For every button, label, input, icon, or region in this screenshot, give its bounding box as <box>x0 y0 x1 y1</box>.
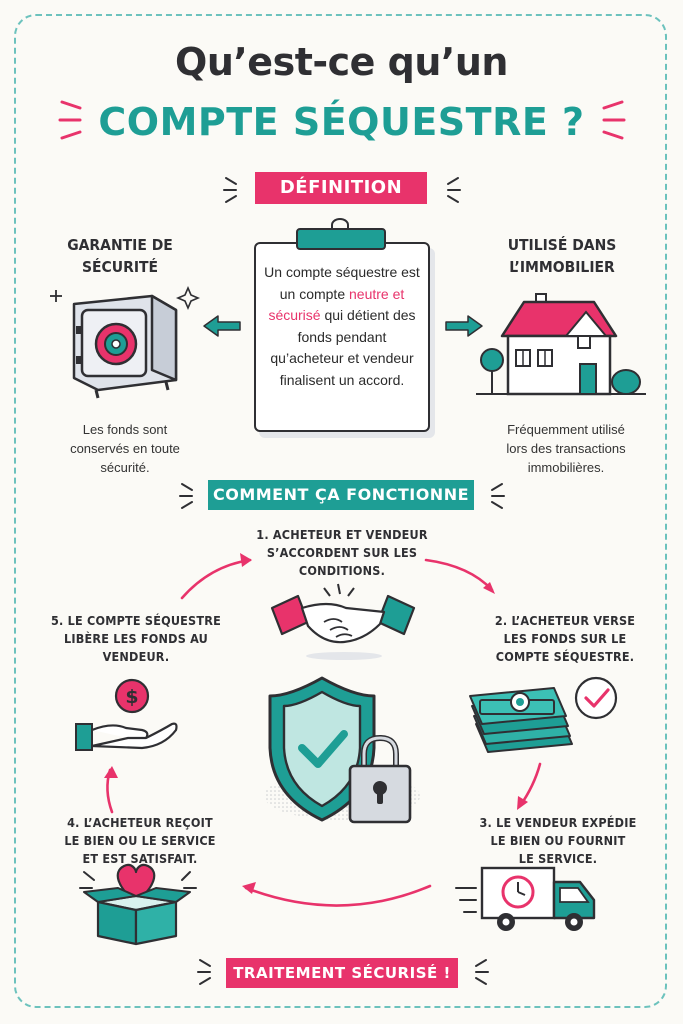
step-4-line-2: LE BIEN OU LE SERVICE <box>64 833 216 848</box>
step-4-line-1: 4. L’ACHETEUR REÇOIT <box>67 815 213 830</box>
step-3-text: 3. LE VENDEUR EXPÉDIE LE BIEN OU FOURNIT… <box>460 814 656 868</box>
step-5-text: 5. LE COMPTE SÉQUESTRE LIBÈRE LES FONDS … <box>38 612 234 666</box>
how-it-works-label: COMMENT ÇA FONCTIONNE <box>212 485 470 504</box>
definition-card <box>254 242 430 432</box>
dashed-frame <box>14 14 667 1008</box>
house-icon <box>476 293 646 396</box>
step-2-line-2: LES FONDS SUR LE <box>503 631 627 646</box>
step-5-line-1: 5. LE COMPTE SÉQUESTRE <box>51 613 221 628</box>
step-2-line-1: 2. L’ACHETEUR VERSE <box>494 613 636 628</box>
arrow-left-icon <box>203 315 241 337</box>
left-text-line-3: sécurité. <box>100 460 150 475</box>
right-panel-text: Fréquemment utilisé lors des transaction… <box>476 420 656 477</box>
left-text-line-1: Les fonds sont <box>82 422 168 437</box>
step-3-line-1: 3. LE VENDEUR EXPÉDIE <box>479 815 637 830</box>
left-text-line-2: conservés en toute <box>70 441 180 456</box>
ribbon-sparkles-icon <box>447 177 461 203</box>
money-check-icon <box>469 676 618 753</box>
ribbon-sparkles-icon <box>197 959 211 985</box>
handshake-icon <box>270 583 416 660</box>
right-text-line-3: immobilières. <box>527 460 605 475</box>
step-5-line-2: LIBÈRE LES FONDS AU <box>64 631 208 646</box>
shield-lock-icon <box>264 676 420 824</box>
clipboard-ring <box>331 218 349 232</box>
right-title-line-1: UTILISÉ DANS <box>507 236 617 254</box>
ribbon-sparkles-icon <box>491 483 505 509</box>
right-title-line-2: L’IMMOBILIER <box>509 258 615 276</box>
title-sparkles-left-icon <box>58 100 82 140</box>
left-title-line-2: SÉCURITÉ <box>81 258 159 276</box>
definition-ribbon-label: DÉFINITION <box>279 177 403 198</box>
step-2-line-3: COMPTE SÉQUESTRE. <box>495 649 635 664</box>
definition-text-end: qui détient des fonds pendant qu’acheteu… <box>270 307 416 388</box>
step-2-text: 2. L’ACHETEUR VERSE LES FONDS SUR LE COM… <box>472 612 658 666</box>
step-4-line-3: ET EST SATISFAIT. <box>82 851 198 866</box>
arrow-right-icon <box>445 315 483 337</box>
left-panel-text: Les fonds sont conservés en toute sécuri… <box>40 420 210 477</box>
step-4-text: 4. L’ACHETEUR REÇOIT LE BIEN OU LE SERVI… <box>42 814 238 868</box>
safe-icon <box>50 285 201 399</box>
definition-text: Un compte séquestre est un compte neutre… <box>262 262 422 391</box>
title-line-2: COMPTE SÉQUESTRE ? <box>98 100 585 144</box>
delivery-truck-icon <box>455 866 596 931</box>
right-panel-title: UTILISÉ DANS L’IMMOBILIER <box>482 234 642 278</box>
step-1-line-3: CONDITIONS. <box>298 563 386 578</box>
step-1-line-2: S’ACCORDENT SUR LES <box>266 545 418 560</box>
step-1-text: 1. ACHETEUR ET VENDEUR S’ACCORDENT SUR L… <box>236 526 448 580</box>
title-sparkles-right-icon <box>602 100 626 140</box>
ribbon-sparkles-icon <box>179 483 193 509</box>
gift-box-heart-icon <box>79 863 197 946</box>
left-title-line-1: GARANTIE DE <box>67 236 173 254</box>
how-it-works-ribbon: COMMENT ÇA FONCTIONNE <box>208 480 474 510</box>
definition-text-highlight: neutre et sécurisé <box>268 285 405 324</box>
definition-text-start: Un compte séquestre est un compte <box>264 264 420 302</box>
clipboard-clip-icon <box>296 228 386 250</box>
right-text-line-2: lors des transactions <box>506 441 626 456</box>
ribbon-sparkles-icon <box>475 959 489 985</box>
step-1-line-1: 1. ACHETEUR ET VENDEUR <box>256 527 428 542</box>
step-3-line-2: LE BIEN OU FOURNIT <box>490 833 626 848</box>
ribbon-sparkles-icon <box>223 177 237 203</box>
definition-ribbon: DÉFINITION <box>255 172 427 204</box>
footer-ribbon: TRAITEMENT SÉCURISÉ ! <box>226 958 458 988</box>
footer-ribbon-label: TRAITEMENT SÉCURISÉ ! <box>233 964 451 982</box>
right-text-line-1: Fréquemment utilisé <box>507 422 625 437</box>
left-panel-title: GARANTIE DE SÉCURITÉ <box>40 234 200 278</box>
svg-text:$: $ <box>125 686 138 708</box>
title-line-1: Qu’est-ce qu’un <box>175 40 508 84</box>
step-5-line-3: VENDEUR. <box>102 649 170 664</box>
step-3-line-3: LE SERVICE. <box>518 851 598 866</box>
hand-coin-icon: $ <box>75 678 178 751</box>
